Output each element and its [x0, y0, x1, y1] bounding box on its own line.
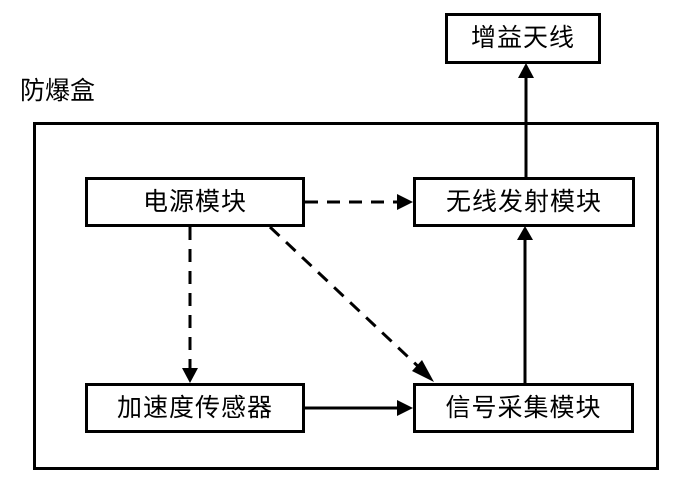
node-power-module-label: 电源模块 — [142, 188, 247, 216]
node-acceleration-sensor-label: 加速度传感器 — [116, 394, 273, 422]
node-acceleration-sensor[interactable]: 加速度传感器 — [85, 383, 305, 433]
node-antenna-label: 增益天线 — [470, 25, 575, 52]
node-power-module[interactable]: 电源模块 — [85, 177, 305, 227]
edge-power-to-acquisition — [268, 225, 434, 382]
node-signal-acquisition-module-label: 信号采集模块 — [445, 394, 602, 422]
enclosure-label: 防爆盒 — [20, 78, 96, 105]
edge-power-to-sensor — [182, 227, 198, 383]
node-wireless-transmit-module-label: 无线发射模块 — [445, 188, 602, 216]
node-wireless-transmit-module[interactable]: 无线发射模块 — [413, 177, 635, 227]
edge-sensor-to-acquisition — [305, 400, 413, 416]
node-antenna[interactable]: 增益天线 — [445, 13, 601, 64]
node-signal-acquisition-module[interactable]: 信号采集模块 — [413, 383, 634, 433]
edge-wireless-to-antenna — [518, 63, 534, 180]
edge-acquisition-to-wireless — [517, 226, 533, 383]
edge-power-to-wireless — [305, 194, 413, 210]
